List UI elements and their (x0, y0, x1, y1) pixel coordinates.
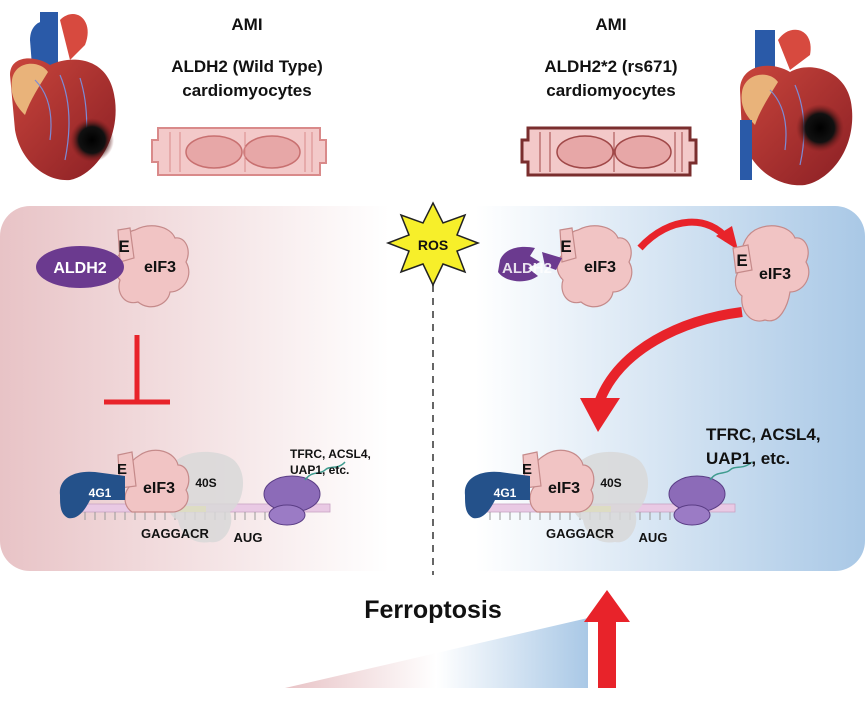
left-title: AMI (231, 15, 262, 34)
genes-label-right-line2: UAP1, etc. (706, 449, 790, 468)
g4g1-protein-right (464, 471, 530, 519)
free-eif3-complex: E eIF3 (732, 225, 810, 322)
left-aldh2-complex: ALDH2 E eIF3 (36, 225, 190, 308)
aug-label-left: AUG (234, 530, 263, 545)
cardiomyocyte-right-icon (520, 126, 698, 177)
right-translation-complex: E 4G1 eIF3 40S GAGGACR AUG TFRC, ACSL4, … (464, 425, 821, 545)
genes-label-left-line1: TFRC, ACSL4, (290, 447, 371, 461)
recruit-arrow-head (580, 398, 620, 432)
right-subtitle-line1: ALDH2*2 (rs671) (544, 57, 677, 76)
e-label-left-top: E (118, 237, 129, 256)
right-title: AMI (595, 15, 626, 34)
g4g1-label-right: 4G1 (494, 486, 517, 500)
aldh2-protein-left (36, 246, 124, 288)
genes-label-right-line1: TFRC, ACSL4, (706, 425, 821, 444)
e-label-right-top: E (560, 237, 571, 256)
s40-label-right: 40S (600, 476, 621, 490)
heart-icon-left (10, 12, 116, 181)
aldh2-protein-right-broken (498, 246, 540, 282)
ferroptosis-up-arrow (584, 590, 630, 688)
eif3-label-right-top: eIF3 (584, 259, 616, 276)
left-translation-complex: E 4G1 eIF3 40S GAGGACR AUG TFRC, ACSL4, … (59, 447, 371, 545)
g4g1-protein-left (59, 471, 125, 519)
recruit-arrow (595, 307, 743, 402)
gaggacr-label-left: GAGGACR (141, 526, 210, 541)
aldh2-label-right: ALDH2 (502, 260, 552, 277)
inhibition-bar-icon (104, 335, 170, 405)
ferroptosis-gradient-ramp (285, 618, 588, 688)
left-subtitle-line2: cardiomyocytes (182, 81, 311, 100)
genes-label-left-line2: UAP1, etc. (290, 463, 349, 477)
aldh2-label-left: ALDH2 (53, 260, 106, 277)
s40-label-left: 40S (195, 476, 216, 490)
eif3-label-right-bottom: eIF3 (548, 480, 580, 497)
left-subtitle-line1: ALDH2 (Wild Type) (171, 57, 323, 76)
ros-burst-icon: ROS (385, 201, 481, 287)
right-subtitle-line2: cardiomyocytes (546, 81, 675, 100)
g4g1-label-left: 4G1 (89, 486, 112, 500)
ros-label: ROS (418, 237, 448, 253)
cardiomyocyte-left-icon (151, 127, 327, 176)
aug-label-right: AUG (639, 530, 668, 545)
e-label-free: E (736, 251, 747, 270)
gaggacr-label-right: GAGGACR (546, 526, 615, 541)
eif3-label-left-top: eIF3 (144, 259, 176, 276)
e-label-left-bottom: E (117, 461, 127, 478)
release-arrow-head (716, 226, 738, 250)
eif3-label-free: eIF3 (759, 266, 791, 283)
heart-icon-right (740, 29, 853, 186)
right-aldh2-complex: ALDH2 E eIF3 (498, 225, 633, 308)
eif3-label-left-bottom: eIF3 (143, 480, 175, 497)
e-label-right-bottom: E (522, 461, 532, 478)
ferroptosis-label: Ferroptosis (364, 596, 502, 624)
